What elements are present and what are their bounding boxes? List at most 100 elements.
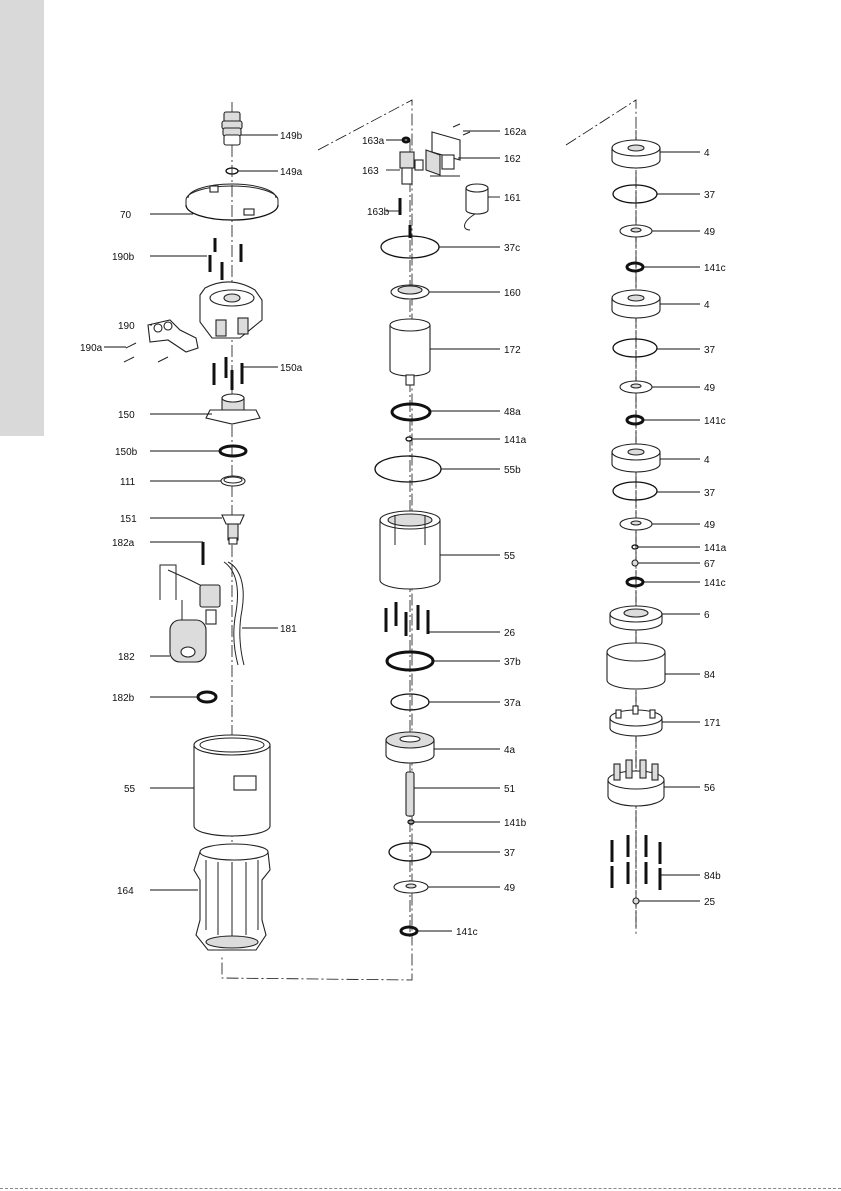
part-label: 141c (704, 416, 726, 427)
part-label: 51 (504, 784, 516, 795)
part-ring-55b (375, 456, 441, 482)
part-label: 37 (704, 488, 716, 499)
part-small-ring-141a (406, 437, 412, 441)
part-label: 4 (704, 300, 710, 311)
part-flange (206, 394, 260, 424)
part-chamber-2 (612, 290, 660, 318)
part-label: 141b (504, 818, 527, 829)
part-label: 55 (124, 784, 136, 795)
part-strainer-sleeve (607, 643, 665, 689)
part-chamber-1 (612, 140, 660, 168)
part-label: 181 (280, 624, 297, 635)
part-label: 172 (504, 345, 521, 356)
part-motor (390, 319, 430, 385)
part-label: 150 (118, 410, 135, 421)
part-screws-190b (210, 238, 241, 280)
part-ring-141c (401, 927, 417, 935)
part-label: 151 (120, 514, 137, 525)
part-label: 150a (280, 363, 303, 374)
part-ring-141c-r3 (627, 578, 643, 586)
part-label: 4 (704, 148, 710, 159)
part-pump-body (194, 844, 270, 950)
part-screws-162a (453, 124, 470, 135)
part-label: 141c (704, 578, 726, 589)
part-small-ring-141b (408, 820, 414, 824)
part-label: 84 (704, 670, 716, 681)
middle-column-parts (375, 124, 488, 935)
part-label: 149a (280, 167, 303, 178)
part-label: 163a (362, 136, 385, 147)
part-stator-housing (380, 511, 440, 589)
part-ring-141c-r2 (627, 416, 643, 424)
part-label: 48a (504, 407, 521, 418)
part-label: 37c (504, 243, 520, 254)
part-label: 164 (117, 886, 134, 897)
part-label: 55b (504, 465, 521, 476)
part-label: 84b (704, 871, 721, 882)
part-float-switch (160, 565, 220, 662)
part-oring-150b (220, 446, 246, 456)
part-impeller-r2 (620, 381, 652, 393)
part-label: 141a (504, 435, 527, 446)
part-oring-48a (392, 404, 430, 420)
part-label: 6 (704, 610, 710, 621)
part-label: 49 (504, 883, 516, 894)
part-control-box (426, 132, 460, 176)
part-top-chamber (610, 606, 662, 630)
part-label: 111 (120, 477, 136, 488)
part-label: 161 (504, 193, 521, 204)
part-chamber-3 (612, 444, 660, 472)
part-tab-ring (610, 706, 662, 736)
part-disc (221, 476, 245, 486)
part-screws-190a (124, 343, 168, 362)
part-label: 171 (704, 718, 721, 729)
part-label: 37a (504, 698, 521, 709)
part-label: 49 (704, 383, 716, 394)
part-label: 182 (118, 652, 135, 663)
part-oring-182b (198, 692, 216, 702)
part-small-ring-141a-r (632, 545, 638, 549)
part-impeller-r1 (620, 225, 652, 237)
part-label: 162 (504, 154, 521, 165)
part-impeller-r3 (620, 518, 652, 530)
part-label: 149b (280, 131, 303, 142)
part-capacitor (465, 184, 488, 230)
part-label: 37 (704, 190, 716, 201)
part-label: 26 (504, 628, 516, 639)
part-label: 190a (80, 343, 103, 354)
part-sensor-unit (400, 152, 423, 184)
part-label: 49 (704, 520, 716, 531)
part-label: 4a (504, 745, 516, 756)
part-label: 163 (362, 166, 379, 177)
part-label: 163b (367, 207, 390, 218)
part-outer-sleeve (194, 735, 270, 836)
part-upper-housing (200, 282, 262, 338)
part-valve (222, 515, 244, 544)
part-oring-37-r2 (613, 339, 657, 357)
part-bracket (148, 320, 198, 352)
part-label: 190 (118, 321, 135, 332)
part-screws-150a (214, 357, 242, 390)
part-label: 190b (112, 252, 135, 263)
part-label: 150b (115, 447, 138, 458)
part-label: 55 (504, 551, 516, 562)
part-label: 37 (704, 345, 716, 356)
part-label: 182b (112, 693, 135, 704)
part-screws-26 (386, 602, 428, 636)
part-ring-141c-r1 (627, 263, 643, 271)
part-label: 141c (704, 263, 726, 274)
part-label: 182a (112, 538, 135, 549)
part-plate (391, 285, 429, 299)
part-label: 141c (456, 927, 478, 938)
part-label: 67 (704, 559, 716, 570)
part-label: 70 (120, 210, 132, 221)
part-nut-67 (632, 560, 638, 566)
part-label: 162a (504, 127, 527, 138)
part-label: 56 (704, 783, 716, 794)
part-label: 160 (504, 288, 521, 299)
part-oring-37-r3 (613, 482, 657, 500)
part-plug-25 (633, 898, 639, 904)
left-column-parts (124, 112, 278, 950)
part-impeller (394, 881, 428, 893)
